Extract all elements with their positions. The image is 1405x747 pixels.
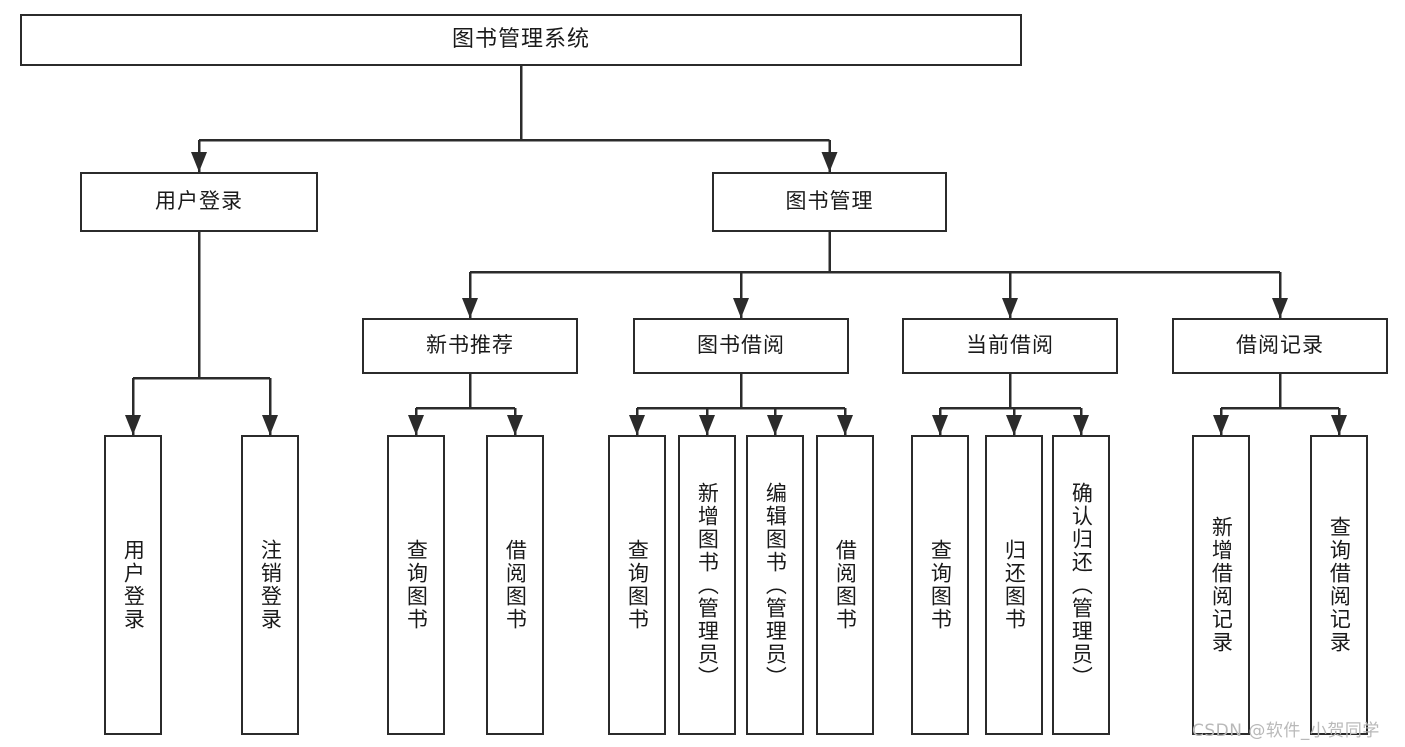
node-user_login[interactable]: 用户登录 xyxy=(80,172,318,232)
node-label: 借阅图书 xyxy=(503,539,528,631)
node-label: 用户登录 xyxy=(121,539,146,631)
arrow-leaf_query_record xyxy=(1331,415,1347,435)
arrow-book_manage xyxy=(821,152,838,172)
node-label: 用户登录 xyxy=(155,189,243,214)
arrow-leaf_query_book_1 xyxy=(408,415,424,435)
arrow-leaf_edit_book xyxy=(767,415,783,435)
leaf-leaf_logout[interactable]: 注销登录 xyxy=(241,435,299,735)
node-label: 图书管理 xyxy=(785,189,874,214)
leaf-leaf_query_book_3[interactable]: 查询图书 xyxy=(911,435,969,735)
arrow-borrow_record xyxy=(1272,298,1288,318)
arrow-leaf_query_book_3 xyxy=(932,415,948,435)
arrow-leaf_logout xyxy=(262,415,278,435)
node-label: 编辑图书（管理员） xyxy=(763,481,788,689)
arrow-leaf_user_login xyxy=(125,415,141,435)
arrow-leaf_add_record xyxy=(1213,415,1229,435)
node-current_borrow[interactable]: 当前借阅 xyxy=(902,318,1118,374)
leaf-leaf_query_book_2[interactable]: 查询图书 xyxy=(608,435,666,735)
node-label: 新增借阅记录 xyxy=(1209,516,1234,654)
node-label: 当前借阅 xyxy=(966,333,1054,358)
leaf-leaf_borrow_book_1[interactable]: 借阅图书 xyxy=(486,435,544,735)
node-label: 注销登录 xyxy=(258,539,283,631)
arrow-new_book_rec xyxy=(462,298,478,318)
leaf-leaf_return_book[interactable]: 归还图书 xyxy=(985,435,1043,735)
node-borrow_record[interactable]: 借阅记录 xyxy=(1172,318,1388,374)
node-label: 图书管理系统 xyxy=(451,26,590,52)
node-new_book_rec[interactable]: 新书推荐 xyxy=(362,318,578,374)
node-book_manage[interactable]: 图书管理 xyxy=(712,172,947,232)
node-label: 查询图书 xyxy=(404,539,429,631)
node-label: 新书推荐 xyxy=(426,333,514,358)
leaf-leaf_add_book[interactable]: 新增图书（管理员） xyxy=(678,435,736,735)
leaf-leaf_borrow_book_2[interactable]: 借阅图书 xyxy=(816,435,874,735)
node-book_borrow[interactable]: 图书借阅 xyxy=(633,318,849,374)
arrow-user_login xyxy=(191,152,207,172)
leaf-leaf_confirm_return[interactable]: 确认归还（管理员） xyxy=(1052,435,1110,735)
leaf-leaf_user_login[interactable]: 用户登录 xyxy=(104,435,162,735)
node-label: 借阅记录 xyxy=(1236,333,1324,358)
node-label: 查询图书 xyxy=(625,539,650,631)
arrow-leaf_confirm_return xyxy=(1073,415,1089,435)
node-label: 查询图书 xyxy=(928,539,953,631)
leaf-leaf_add_record[interactable]: 新增借阅记录 xyxy=(1192,435,1250,735)
node-label: 确认归还（管理员） xyxy=(1069,481,1094,689)
node-label: 新增图书（管理员） xyxy=(695,481,720,689)
node-label: 归还图书 xyxy=(1002,539,1027,631)
arrow-leaf_return_book xyxy=(1006,415,1022,435)
arrow-leaf_borrow_book_2 xyxy=(837,415,853,435)
leaf-leaf_query_book_1[interactable]: 查询图书 xyxy=(387,435,445,735)
node-label: 查询借阅记录 xyxy=(1327,516,1352,654)
leaf-leaf_query_record[interactable]: 查询借阅记录 xyxy=(1310,435,1368,735)
node-label: 借阅图书 xyxy=(833,539,858,631)
node-label: 图书借阅 xyxy=(697,333,785,358)
watermark-label: CSDN @软件_小贺同学 xyxy=(1192,721,1380,741)
arrow-leaf_add_book xyxy=(699,415,715,435)
leaf-leaf_edit_book[interactable]: 编辑图书（管理员） xyxy=(746,435,804,735)
arrow-book_borrow xyxy=(733,298,749,318)
node-root-图书管理系统[interactable]: 图书管理系统 xyxy=(20,14,1022,66)
arrow-leaf_borrow_book_1 xyxy=(507,415,523,435)
arrow-leaf_query_book_2 xyxy=(629,415,645,435)
arrow-current_borrow xyxy=(1002,298,1018,318)
